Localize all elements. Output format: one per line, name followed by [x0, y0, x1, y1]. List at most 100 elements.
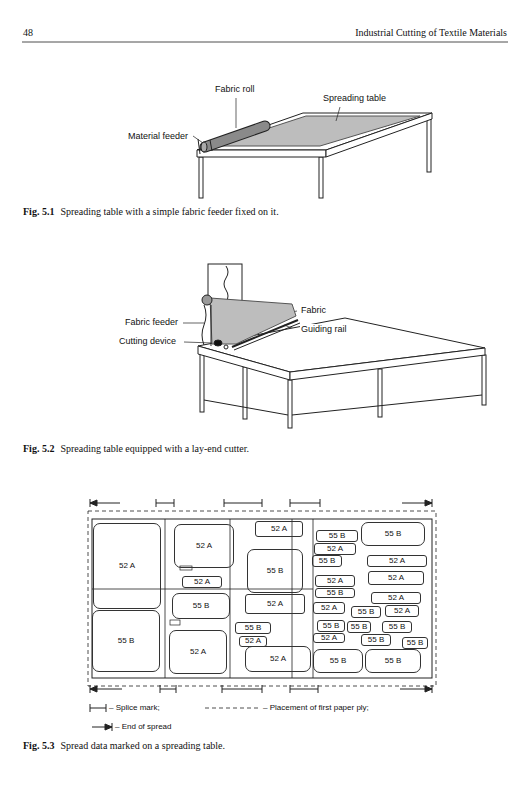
piece-label: 55 B — [367, 636, 385, 644]
piece-label: 55 B — [329, 657, 347, 665]
pattern-piece: 55 B — [351, 606, 381, 618]
piece-label: 52 A — [266, 600, 284, 608]
part-label: Guiding rail — [300, 324, 348, 334]
pattern-piece: 55 B — [247, 549, 303, 593]
spreading-table-cutter-stroke — [482, 355, 486, 405]
leader-lines-stroke — [183, 323, 204, 324]
end-of-spread-marks-stroke — [90, 499, 432, 507]
piece-label: 52 A — [320, 604, 338, 612]
piece-label: 52 A — [193, 578, 211, 586]
end-of-spread-marks-stroke — [90, 685, 432, 693]
piece-label: 52 A — [320, 634, 338, 642]
pattern-piece: 55 B — [365, 649, 421, 673]
part-label: Spreading table — [322, 93, 387, 103]
pattern-piece: 52 A — [314, 543, 356, 555]
pattern-piece: 52 A — [245, 646, 311, 672]
spreading-table-simple-stroke — [197, 150, 326, 157]
legend-symbols-stroke — [105, 724, 112, 730]
piece-label: 55 B — [192, 602, 210, 610]
pattern-piece: 52 A — [313, 633, 345, 643]
marker-frame-stroke — [88, 511, 436, 686]
spreading-table-cutter-stroke — [202, 305, 206, 345]
piece-label: 52 A — [269, 655, 287, 663]
splice-marks — [156, 499, 320, 693]
pattern-piece: 55 B — [315, 588, 355, 598]
pattern-piece: 52 A — [169, 630, 227, 674]
spreading-table-cutter — [198, 264, 486, 428]
splice-marks-stroke — [156, 499, 320, 507]
piece-label: 55 B — [244, 624, 262, 632]
marker-frame-stroke — [170, 620, 180, 625]
piece-label: 55 B — [384, 530, 402, 538]
piece-label: 52 A — [195, 542, 213, 550]
piece-label: 55 B — [357, 608, 375, 616]
pattern-piece: 55 B — [316, 530, 358, 542]
splice-marks-stroke — [160, 685, 318, 693]
pattern-piece: 52 A — [174, 524, 234, 568]
part-label: Fabric — [300, 305, 327, 315]
legend-text: – Splice mark; — [109, 703, 160, 713]
pattern-piece: 52 A — [182, 576, 222, 588]
pattern-piece: 55 B — [361, 634, 391, 646]
marker-frame-stroke — [180, 566, 192, 570]
pattern-piece: 52 A — [315, 575, 355, 587]
spreading-table-cutter-stroke — [224, 266, 228, 302]
pattern-piece: 55 B — [347, 621, 371, 633]
piece-label: 55 B — [117, 637, 135, 645]
spreading-table-cutter-stroke — [200, 354, 204, 412]
pattern-piece: 52 A — [371, 592, 421, 604]
spreading-table-simple-stroke — [205, 126, 265, 147]
piece-label: 55 B — [406, 639, 424, 647]
piece-label: 55 B — [318, 557, 336, 565]
spreading-table-simple — [197, 113, 432, 198]
part-label: Fabric roll — [214, 84, 256, 94]
piece-label: 52 A — [393, 607, 411, 615]
spreading-table-simple-stroke — [319, 157, 323, 198]
pattern-piece: 55 B — [313, 649, 363, 673]
pattern-piece: 52 A — [93, 523, 161, 609]
pattern-piece: 55 B — [92, 610, 160, 672]
pattern-piece: 55 B — [235, 622, 271, 634]
piece-label: 55 B — [388, 623, 406, 631]
spreading-table-cutter-stroke — [292, 395, 482, 415]
spreading-table-cutter-stroke — [378, 369, 382, 417]
spreading-table-simple-stroke — [427, 119, 431, 172]
pattern-piece: 52 A — [255, 521, 303, 537]
figure-caption: Spread data marked on a spreading table. — [59, 740, 226, 752]
spreading-table-cutter-stroke — [234, 323, 300, 350]
legend-symbols — [90, 704, 260, 731]
spreading-table-simple-stroke — [199, 157, 203, 198]
header-rule-stroke — [22, 42, 508, 43]
pattern-piece: 52 A — [385, 605, 419, 617]
spreading-table-cutter-stroke — [198, 346, 290, 380]
leader-lines — [183, 98, 340, 343]
legend-text: – Placement of first paper ply; — [263, 703, 369, 713]
spreading-table-cutter-stroke — [232, 320, 298, 347]
leader-lines-stroke — [236, 98, 237, 128]
spreading-table-cutter-stroke — [202, 295, 212, 305]
end-of-spread-marks — [90, 499, 432, 693]
piece-label: 55 B — [266, 567, 284, 575]
figure-caption: Spreading table equipped with a lay-end … — [59, 443, 250, 455]
piece-label: 52 A — [118, 562, 136, 570]
page-number: 48 — [22, 27, 34, 39]
piece-label: 52 A — [326, 545, 344, 553]
piece-label: 55 B — [350, 623, 368, 631]
marker-frame — [88, 511, 436, 686]
pattern-piece: 52 A — [313, 602, 345, 614]
spreading-table-cutter-stroke — [211, 305, 212, 346]
part-label: Cutting device — [118, 336, 177, 346]
pattern-piece: 55 B — [312, 555, 342, 567]
running-head: Industrial Cutting of Textile Materials — [354, 27, 508, 39]
piece-label: 55 B — [384, 657, 402, 665]
pattern-piece: 52 A — [367, 555, 427, 567]
piece-label: 55 B — [328, 532, 346, 540]
pattern-piece: 52 A — [239, 636, 267, 647]
leader-lines-stroke — [336, 107, 340, 121]
legend-symbols-stroke — [90, 704, 106, 712]
spreading-table-cutter-stroke — [288, 380, 292, 428]
pattern-piece: 55 B — [361, 522, 425, 546]
spreading-table-cutter-stroke — [243, 367, 247, 419]
